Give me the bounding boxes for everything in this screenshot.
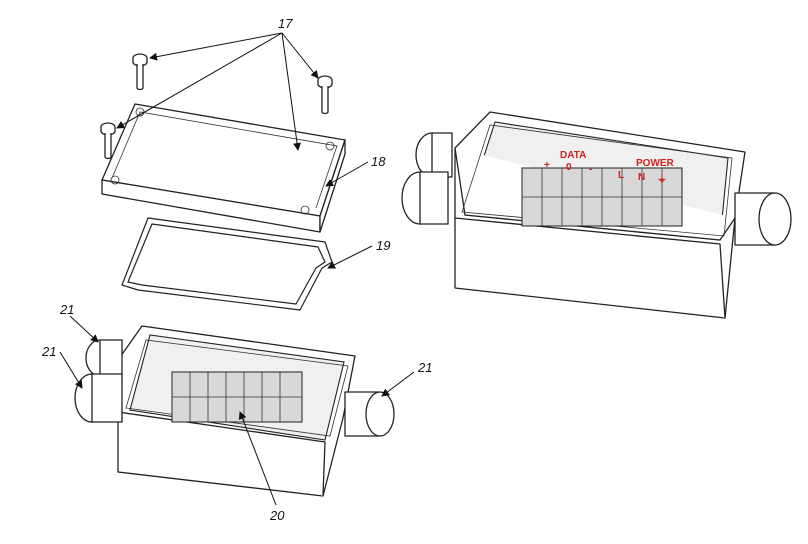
callout-21-lower-left: 21	[41, 344, 56, 359]
enclosure-gasket	[121, 217, 333, 311]
label-data: DATA	[560, 150, 586, 161]
callout-19: 19	[376, 238, 390, 253]
gland-upper-right-box-left	[415, 132, 453, 178]
screw-top-right	[317, 75, 333, 115]
label-data-zero: 0	[566, 162, 572, 173]
label-power-ground: ⏚	[657, 173, 667, 185]
label-power-n: N	[638, 172, 645, 183]
enclosure-lid	[101, 103, 346, 233]
callout-17: 17	[278, 16, 293, 31]
gland-lower-box-right	[344, 391, 395, 437]
callout-18: 18	[371, 154, 386, 169]
label-power: POWER	[636, 158, 675, 169]
screw-mid-left	[100, 122, 116, 160]
label-power-l: L	[618, 170, 624, 181]
callout-21-upper-left: 21	[59, 302, 74, 317]
label-data-plus: +	[544, 160, 550, 171]
open-box-lower	[74, 325, 395, 497]
screw-top-left	[132, 53, 148, 91]
gland-upper-right-box-lower-left	[401, 171, 449, 225]
gland-upper-right-box-right	[734, 192, 792, 246]
label-data-minus: -	[589, 164, 592, 175]
assembled-box-upper-right	[401, 111, 792, 319]
leader-lines	[59, 32, 415, 506]
gland-lower-box-lower-left	[74, 373, 123, 423]
callout-21-right: 21	[417, 360, 432, 375]
gland-lower-box-upper-left	[85, 339, 123, 377]
callout-20: 20	[269, 508, 285, 523]
